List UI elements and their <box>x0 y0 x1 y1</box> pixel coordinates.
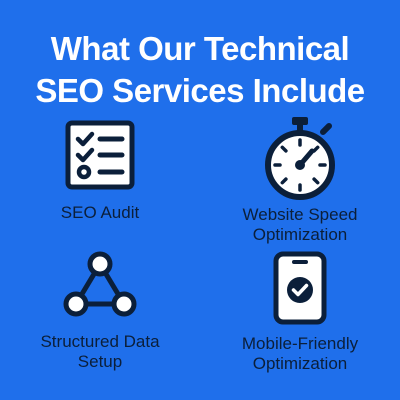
service-label-line: Mobile-Friendly <box>241 334 359 353</box>
service-label: Structured Data Setup <box>0 332 200 372</box>
service-label-line: Optimization <box>252 225 348 244</box>
service-label-line: Website Speed <box>242 205 358 224</box>
service-label: Mobile-Friendly Optimization <box>200 334 400 374</box>
service-seo-audit: SEO Audit <box>0 115 200 255</box>
service-label-line: Optimization <box>252 354 348 373</box>
service-label: SEO Audit <box>0 203 200 223</box>
service-label-line: Structured Data <box>40 332 160 351</box>
service-mobile-friendly: Mobile-Friendly Optimization <box>200 250 400 390</box>
service-structured-data: Structured Data Setup <box>0 250 200 390</box>
service-label: Website Speed Optimization <box>200 205 400 245</box>
service-website-speed: Website Speed Optimization <box>200 115 400 255</box>
page-title: What Our Technical SEO Services Include <box>0 28 400 112</box>
title-line-1: What Our Technical <box>50 30 350 67</box>
service-label-line: Setup <box>77 352 123 371</box>
smartphone-check-icon <box>273 251 327 325</box>
stopwatch-icon <box>265 117 335 200</box>
checklist-icon <box>65 120 135 190</box>
title-line-2: SEO Services Include <box>35 72 365 109</box>
service-label-line: SEO Audit <box>60 203 140 222</box>
network-triangle-icon <box>63 251 137 317</box>
